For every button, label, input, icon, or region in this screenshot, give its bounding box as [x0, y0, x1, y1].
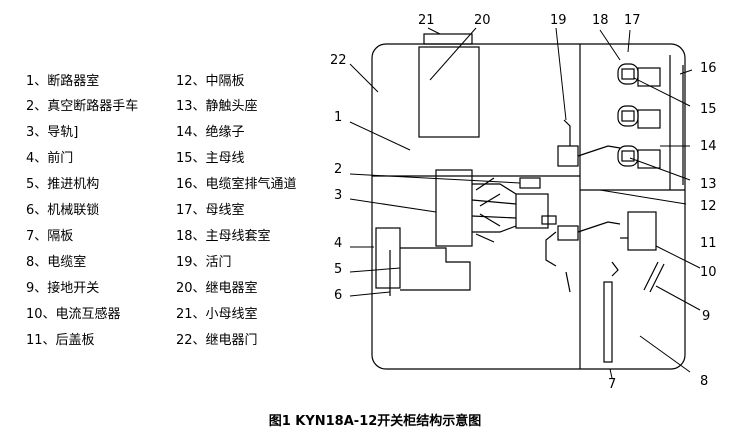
- legend-item: 1、断路器室: [26, 74, 100, 89]
- callout-10: 10: [700, 265, 717, 280]
- callout-1: 1: [334, 110, 342, 125]
- callout-numbers: 1 2 3 4 5 6 7 8 9 10 11 12 13 14 15 16 1…: [330, 13, 717, 392]
- callout-8: 8: [700, 374, 708, 389]
- parts-legend: 1、断路器室 2、真空断路器手车 3、导轨] 4、前门 5、推进机构 6、机械联…: [26, 74, 366, 348]
- callout-11: 11: [700, 236, 717, 251]
- legend-item: 22、继电器门: [176, 333, 258, 348]
- callout-14: 14: [700, 139, 717, 154]
- small-busbar-room: [423, 33, 473, 45]
- callout-18: 18: [592, 13, 609, 28]
- cable-room-partition: [603, 281, 613, 363]
- legend-item: 7、隔板: [26, 229, 74, 244]
- legend-item: 4、前门: [26, 151, 74, 166]
- legend-item: 3、导轨]: [26, 125, 79, 140]
- legend-item: 11、后盖板: [26, 333, 95, 348]
- callout-20: 20: [474, 13, 491, 28]
- cabinet-outline: [371, 43, 686, 370]
- legend-item: 10、电流互感器: [26, 307, 121, 322]
- callout-12: 12: [700, 199, 717, 214]
- callout-5: 5: [334, 262, 342, 277]
- callout-2: 2: [334, 162, 342, 177]
- legend-item: 9、接地开关: [26, 281, 100, 296]
- legend-item: 21、小母线室: [176, 307, 258, 322]
- callout-16: 16: [700, 61, 717, 76]
- callout-17: 17: [624, 13, 641, 28]
- callout-9: 9: [702, 309, 710, 324]
- propulsion-mechanism: [375, 227, 471, 296]
- legend-item: 6、机械联锁: [26, 203, 100, 218]
- main-busbar: [617, 63, 661, 169]
- callout-22: 22: [330, 53, 347, 68]
- legend-item: 17、母线室: [176, 203, 245, 218]
- legend-item: 2、真空断路器手车: [26, 99, 139, 114]
- shutter-bracket: [565, 271, 571, 293]
- breaker-truck: [435, 169, 557, 247]
- callout-6: 6: [334, 288, 342, 303]
- legend-item: 14、绝缘子: [176, 125, 245, 140]
- callout-15: 15: [700, 102, 717, 117]
- static-contacts: [545, 119, 621, 267]
- figure-caption: 图1 KYN18A-12开关柜结构示意图: [268, 414, 482, 429]
- legend-item: 5、推进机构: [26, 177, 100, 192]
- callout-4: 4: [334, 236, 342, 251]
- callout-leaders: [349, 27, 701, 379]
- relay-room: [418, 46, 480, 138]
- callout-7: 7: [608, 377, 616, 392]
- legend-item: 15、主母线: [176, 151, 245, 166]
- legend-item: 20、继电器室: [176, 281, 258, 296]
- callout-3: 3: [334, 188, 342, 203]
- callout-19: 19: [550, 13, 567, 28]
- legend-item: 18、主母线套室: [176, 229, 271, 244]
- legend-item: 13、静触头座: [176, 99, 258, 114]
- legend-item: 12、中隔板: [176, 74, 245, 89]
- earthing-switch: [643, 261, 665, 293]
- callout-21: 21: [418, 13, 435, 28]
- legend-item: 8、电缆室: [26, 255, 87, 270]
- current-transformer: [611, 211, 657, 277]
- legend-item: 19、活门: [176, 255, 232, 270]
- callout-13: 13: [700, 177, 717, 192]
- legend-item: 16、电缆室排气通道: [176, 177, 297, 192]
